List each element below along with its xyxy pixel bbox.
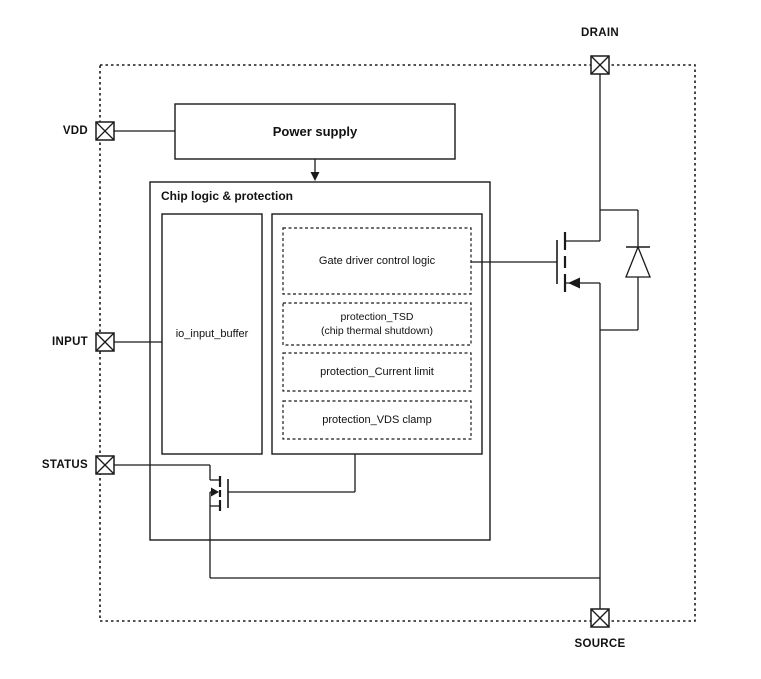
status-wiring (114, 464, 211, 480)
power-supply-block: Power supply (174, 103, 456, 160)
pin-source: SOURCE (574, 608, 625, 650)
protection-tsd-block: protection_TSD (chip thermal shutdown) (282, 302, 472, 346)
gate-driver-box (282, 227, 472, 295)
protection-current-limit-box (282, 352, 472, 392)
input-pin-x-mark (95, 332, 115, 352)
chip-logic-label: Chip logic & protection (161, 189, 293, 203)
vdd-pin-label: VDD (63, 125, 88, 137)
pin-drain: DRAIN (581, 27, 619, 75)
drain-pin-label: DRAIN (581, 27, 619, 39)
protection-vds-clamp-box (282, 400, 472, 440)
power-mosfet-arrow-icon (568, 277, 580, 289)
power-supply-label: Power supply (273, 124, 358, 139)
source-pin-label: SOURCE (574, 638, 625, 650)
arrow-down-icon (310, 172, 320, 181)
status-mosfet-icon (210, 476, 229, 511)
status-gate-wiring (228, 454, 356, 493)
protection-tsd-label-line1: protection_TSD (341, 311, 414, 323)
vdd-pin-x-mark (95, 121, 115, 141)
pin-status: STATUS (42, 455, 115, 475)
status-mosfet-arrow-icon (211, 487, 219, 497)
gate-driver-label: Gate driver control logic (319, 255, 436, 267)
body-diode-icon (600, 209, 651, 331)
arrow-power-to-logic (310, 159, 320, 181)
protection-vds-clamp-label: protection_VDS clamp (322, 414, 431, 426)
source-return-wiring (209, 492, 600, 579)
io-input-buffer-box (161, 213, 263, 455)
protection-vds-clamp-block: protection_VDS clamp (282, 400, 472, 440)
pin-input: INPUT (52, 332, 115, 352)
protection-tsd-box (282, 302, 472, 346)
io-input-buffer-block: io_input_buffer (161, 213, 263, 455)
io-input-buffer-label: io_input_buffer (176, 328, 249, 340)
protection-tsd-label-line2: (chip thermal shutdown) (321, 325, 433, 337)
body-diode-triangle (625, 245, 651, 278)
power-mosfet-icon (556, 232, 600, 292)
drain-pin-x-mark (590, 55, 610, 75)
protection-current-limit-label: protection_Current limit (320, 366, 434, 378)
status-pin-label: STATUS (42, 459, 88, 471)
status-pin-x-mark (95, 455, 115, 475)
gate-driver-block: Gate driver control logic (282, 227, 472, 295)
source-pin-x-mark (590, 608, 610, 628)
protection-current-limit-block: protection_Current limit (282, 352, 472, 392)
pin-vdd: VDD (63, 121, 115, 141)
input-pin-label: INPUT (52, 336, 88, 348)
